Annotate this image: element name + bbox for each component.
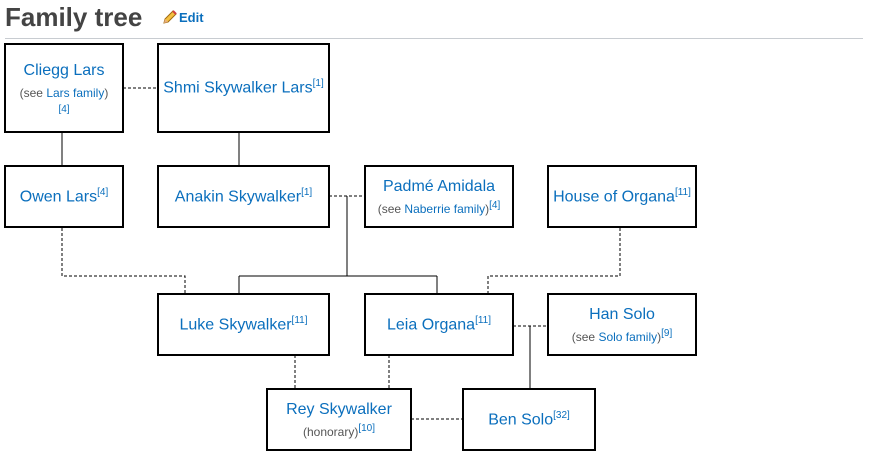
node-name[interactable]: Padmé Amidala xyxy=(382,177,496,195)
organa-link[interactable]: House of Organa xyxy=(553,188,675,206)
node-see-note: (see Solo family)[9] xyxy=(572,328,673,344)
citation-link[interactable]: [9] xyxy=(661,327,673,339)
citation-link[interactable]: [10] xyxy=(358,422,376,434)
node-name[interactable]: Cliegg Lars xyxy=(23,61,105,79)
node-name[interactable]: Rey Skywalker xyxy=(286,400,392,418)
node-cliegg-lars: Cliegg Lars (see Lars family) [4] xyxy=(4,43,124,133)
luke-link[interactable]: Luke Skywalker xyxy=(179,316,292,334)
citation-link[interactable]: [32] xyxy=(553,409,570,421)
citation-link[interactable]: [1] xyxy=(312,78,324,90)
see-prefix: (see xyxy=(377,201,405,216)
dash-organa-leia xyxy=(487,228,621,294)
page-title: Family tree xyxy=(5,2,143,32)
node-name: Leia Organa[11] xyxy=(387,315,491,334)
node-name: Anakin Skywalker[1] xyxy=(175,187,312,206)
node-han-solo: Han Solo (see Solo family)[9] xyxy=(547,293,697,356)
node-name[interactable]: Han Solo xyxy=(589,305,655,323)
node-name: Luke Skywalker[11] xyxy=(180,315,308,334)
see-prefix: (see xyxy=(19,85,47,100)
node-owen-lars: Owen Lars[4] xyxy=(4,165,124,228)
node-name: Ben Solo[32] xyxy=(488,410,570,429)
lars-family-link[interactable]: Lars family xyxy=(46,85,105,100)
node-house-of-organa: House of Organa[11] xyxy=(547,165,697,228)
node-leia-organa: Leia Organa[11] xyxy=(364,293,514,356)
leia-link[interactable]: Leia Organa xyxy=(387,316,476,334)
node-ben-solo: Ben Solo[32] xyxy=(462,388,596,451)
see-suffix: ) xyxy=(104,85,109,100)
node-anakin-skywalker: Anakin Skywalker[1] xyxy=(157,165,330,228)
node-see-note: (see Lars family) xyxy=(20,86,109,100)
solo-family-link[interactable]: Solo family xyxy=(598,329,658,344)
node-name: Owen Lars[4] xyxy=(20,187,109,206)
citation-link[interactable]: [1] xyxy=(301,186,313,198)
node-padme-amidala: Padmé Amidala (see Naberrie family)[4] xyxy=(364,165,514,228)
node-see-note: (see Naberrie family)[4] xyxy=(378,200,501,216)
citation-link[interactable]: [4] xyxy=(489,199,501,211)
naberrie-family-link[interactable]: Naberrie family xyxy=(404,201,486,216)
see-suffix: ) xyxy=(657,329,662,344)
node-name: Shmi Skywalker Lars[1] xyxy=(163,78,324,97)
see-prefix: (see xyxy=(571,329,599,344)
citation-link[interactable]: [11] xyxy=(674,186,691,198)
shmi-link[interactable]: Shmi Skywalker Lars xyxy=(163,79,313,97)
see-suffix: ) xyxy=(485,201,490,216)
node-shmi-skywalker: Shmi Skywalker Lars[1] xyxy=(157,43,330,133)
citation-link[interactable]: [11] xyxy=(475,314,491,326)
node-luke-skywalker: Luke Skywalker[11] xyxy=(157,293,330,356)
node-rey-skywalker: Rey Skywalker (honorary)[10] xyxy=(266,388,412,451)
anakin-link[interactable]: Anakin Skywalker xyxy=(174,188,302,206)
pencil-icon xyxy=(163,10,177,24)
owen-link[interactable]: Owen Lars xyxy=(19,188,98,206)
section-heading: Family tree Edit xyxy=(5,0,863,39)
edit-link[interactable]: Edit xyxy=(162,9,204,25)
citation-link[interactable]: [4] xyxy=(58,103,70,115)
node-name: House of Organa[11] xyxy=(553,187,691,206)
node-honorary-note: (honorary)[10] xyxy=(303,423,375,439)
edit-label: Edit xyxy=(179,10,204,25)
citation-link[interactable]: [11] xyxy=(291,314,308,326)
dash-owen-luke xyxy=(61,228,186,294)
citation-link[interactable]: [4] xyxy=(97,186,109,198)
honorary-text: (honorary) xyxy=(302,424,359,439)
ben-link[interactable]: Ben Solo xyxy=(488,411,554,429)
